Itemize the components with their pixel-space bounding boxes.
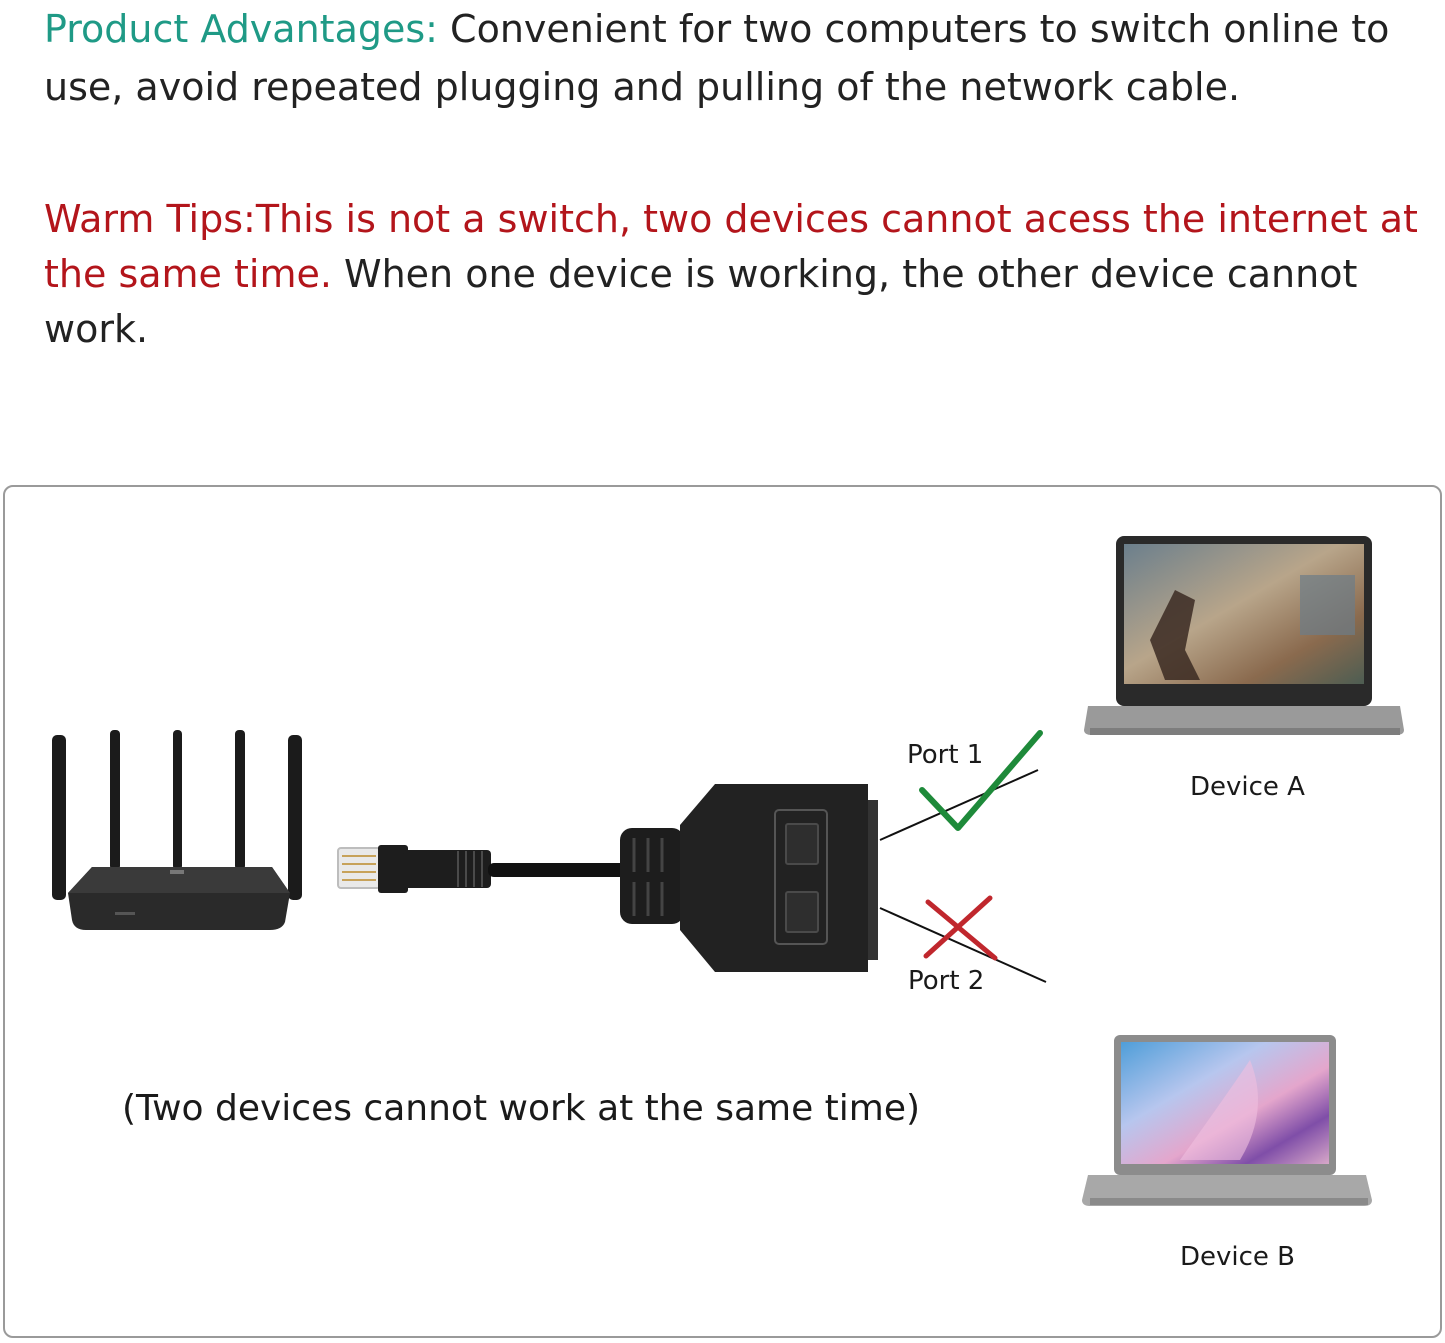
ethernet-plug-image <box>337 845 626 893</box>
cross-icon <box>923 895 998 961</box>
port1-pointer-line <box>879 769 1039 841</box>
tips-heading: Warm Tips: <box>44 197 256 241</box>
laptop-b-image <box>1082 1035 1372 1206</box>
warm-tips-paragraph: Warm Tips:This is not a switch, two devi… <box>44 192 1434 357</box>
tips-text: When one device is working, the other de… <box>44 252 1358 351</box>
port1-label: Port 1 <box>907 740 984 770</box>
laptop-a-image <box>1084 536 1404 735</box>
diagram-caption: (Two devices cannot work at the same tim… <box>122 1088 921 1129</box>
device-a-label: Device A <box>1190 772 1305 802</box>
port2-pointer-line <box>879 907 1047 983</box>
device-b-label: Device B <box>1180 1242 1296 1272</box>
check-icon <box>919 730 1043 831</box>
splitter-adapter-image <box>620 784 878 972</box>
advantages-text: Convenient for two computers to switch o… <box>44 7 1390 109</box>
tips-warning: This is not a switch, two devices cannot… <box>44 197 1418 296</box>
router-image <box>52 730 302 930</box>
advantages-heading: Product Advantages: <box>44 7 438 51</box>
product-advantages-paragraph: Product Advantages: Convenient for two c… <box>44 0 1434 116</box>
port2-label: Port 2 <box>908 966 985 996</box>
